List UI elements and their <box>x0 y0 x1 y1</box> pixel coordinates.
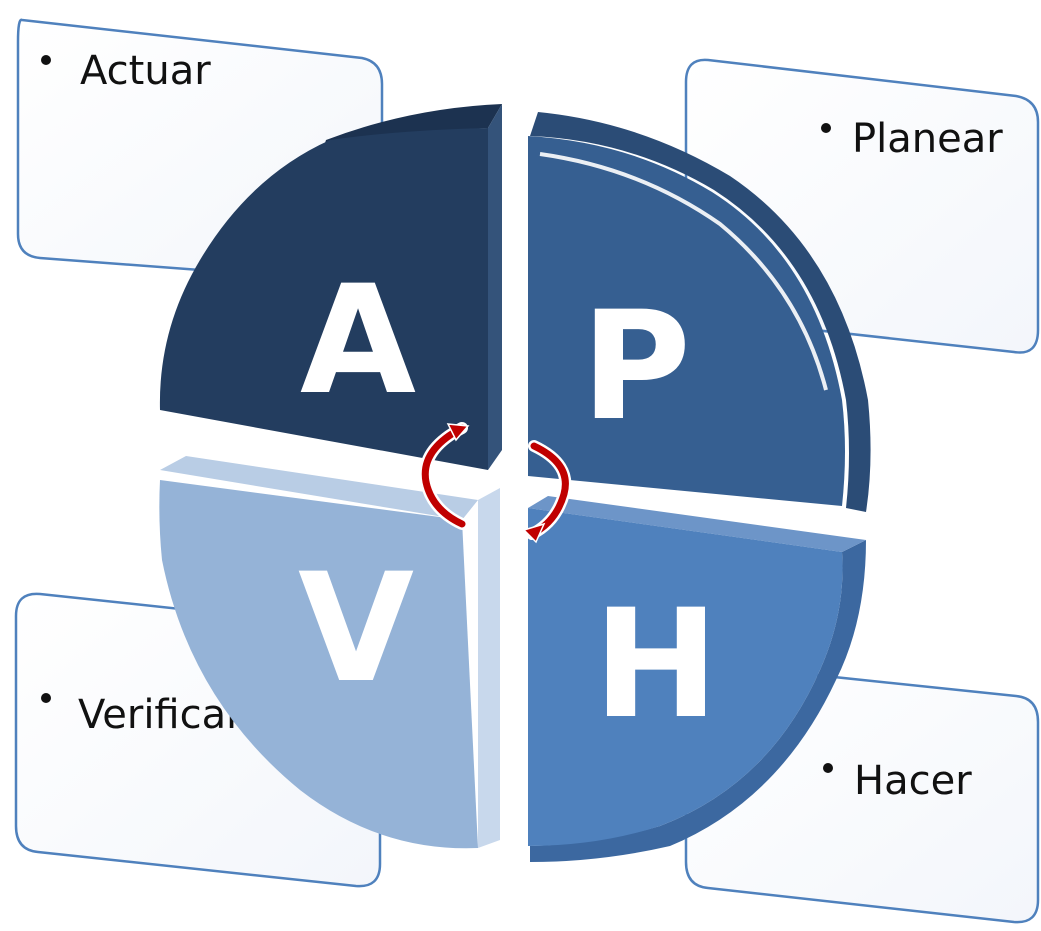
letter-a: A <box>300 254 416 428</box>
bullet-icon <box>823 763 833 773</box>
quadrant-verificar: V <box>159 456 500 849</box>
letter-p: P <box>581 280 691 454</box>
label-actuar: Actuar <box>80 48 211 94</box>
bullet-icon <box>41 55 51 65</box>
bullet-icon <box>821 123 831 133</box>
label-verificar: Verificar <box>78 692 243 738</box>
quadrant-hacer: H <box>528 496 866 862</box>
bullet-icon <box>41 693 51 703</box>
circular-arrows-icon <box>419 422 572 544</box>
label-hacer: Hacer <box>854 758 972 804</box>
quadrant-planear: P <box>528 112 871 512</box>
letter-h: H <box>593 578 719 752</box>
letter-v: V <box>298 542 414 716</box>
quadrant-actuar: A <box>159 104 502 470</box>
label-planear: Planear <box>852 116 1003 162</box>
